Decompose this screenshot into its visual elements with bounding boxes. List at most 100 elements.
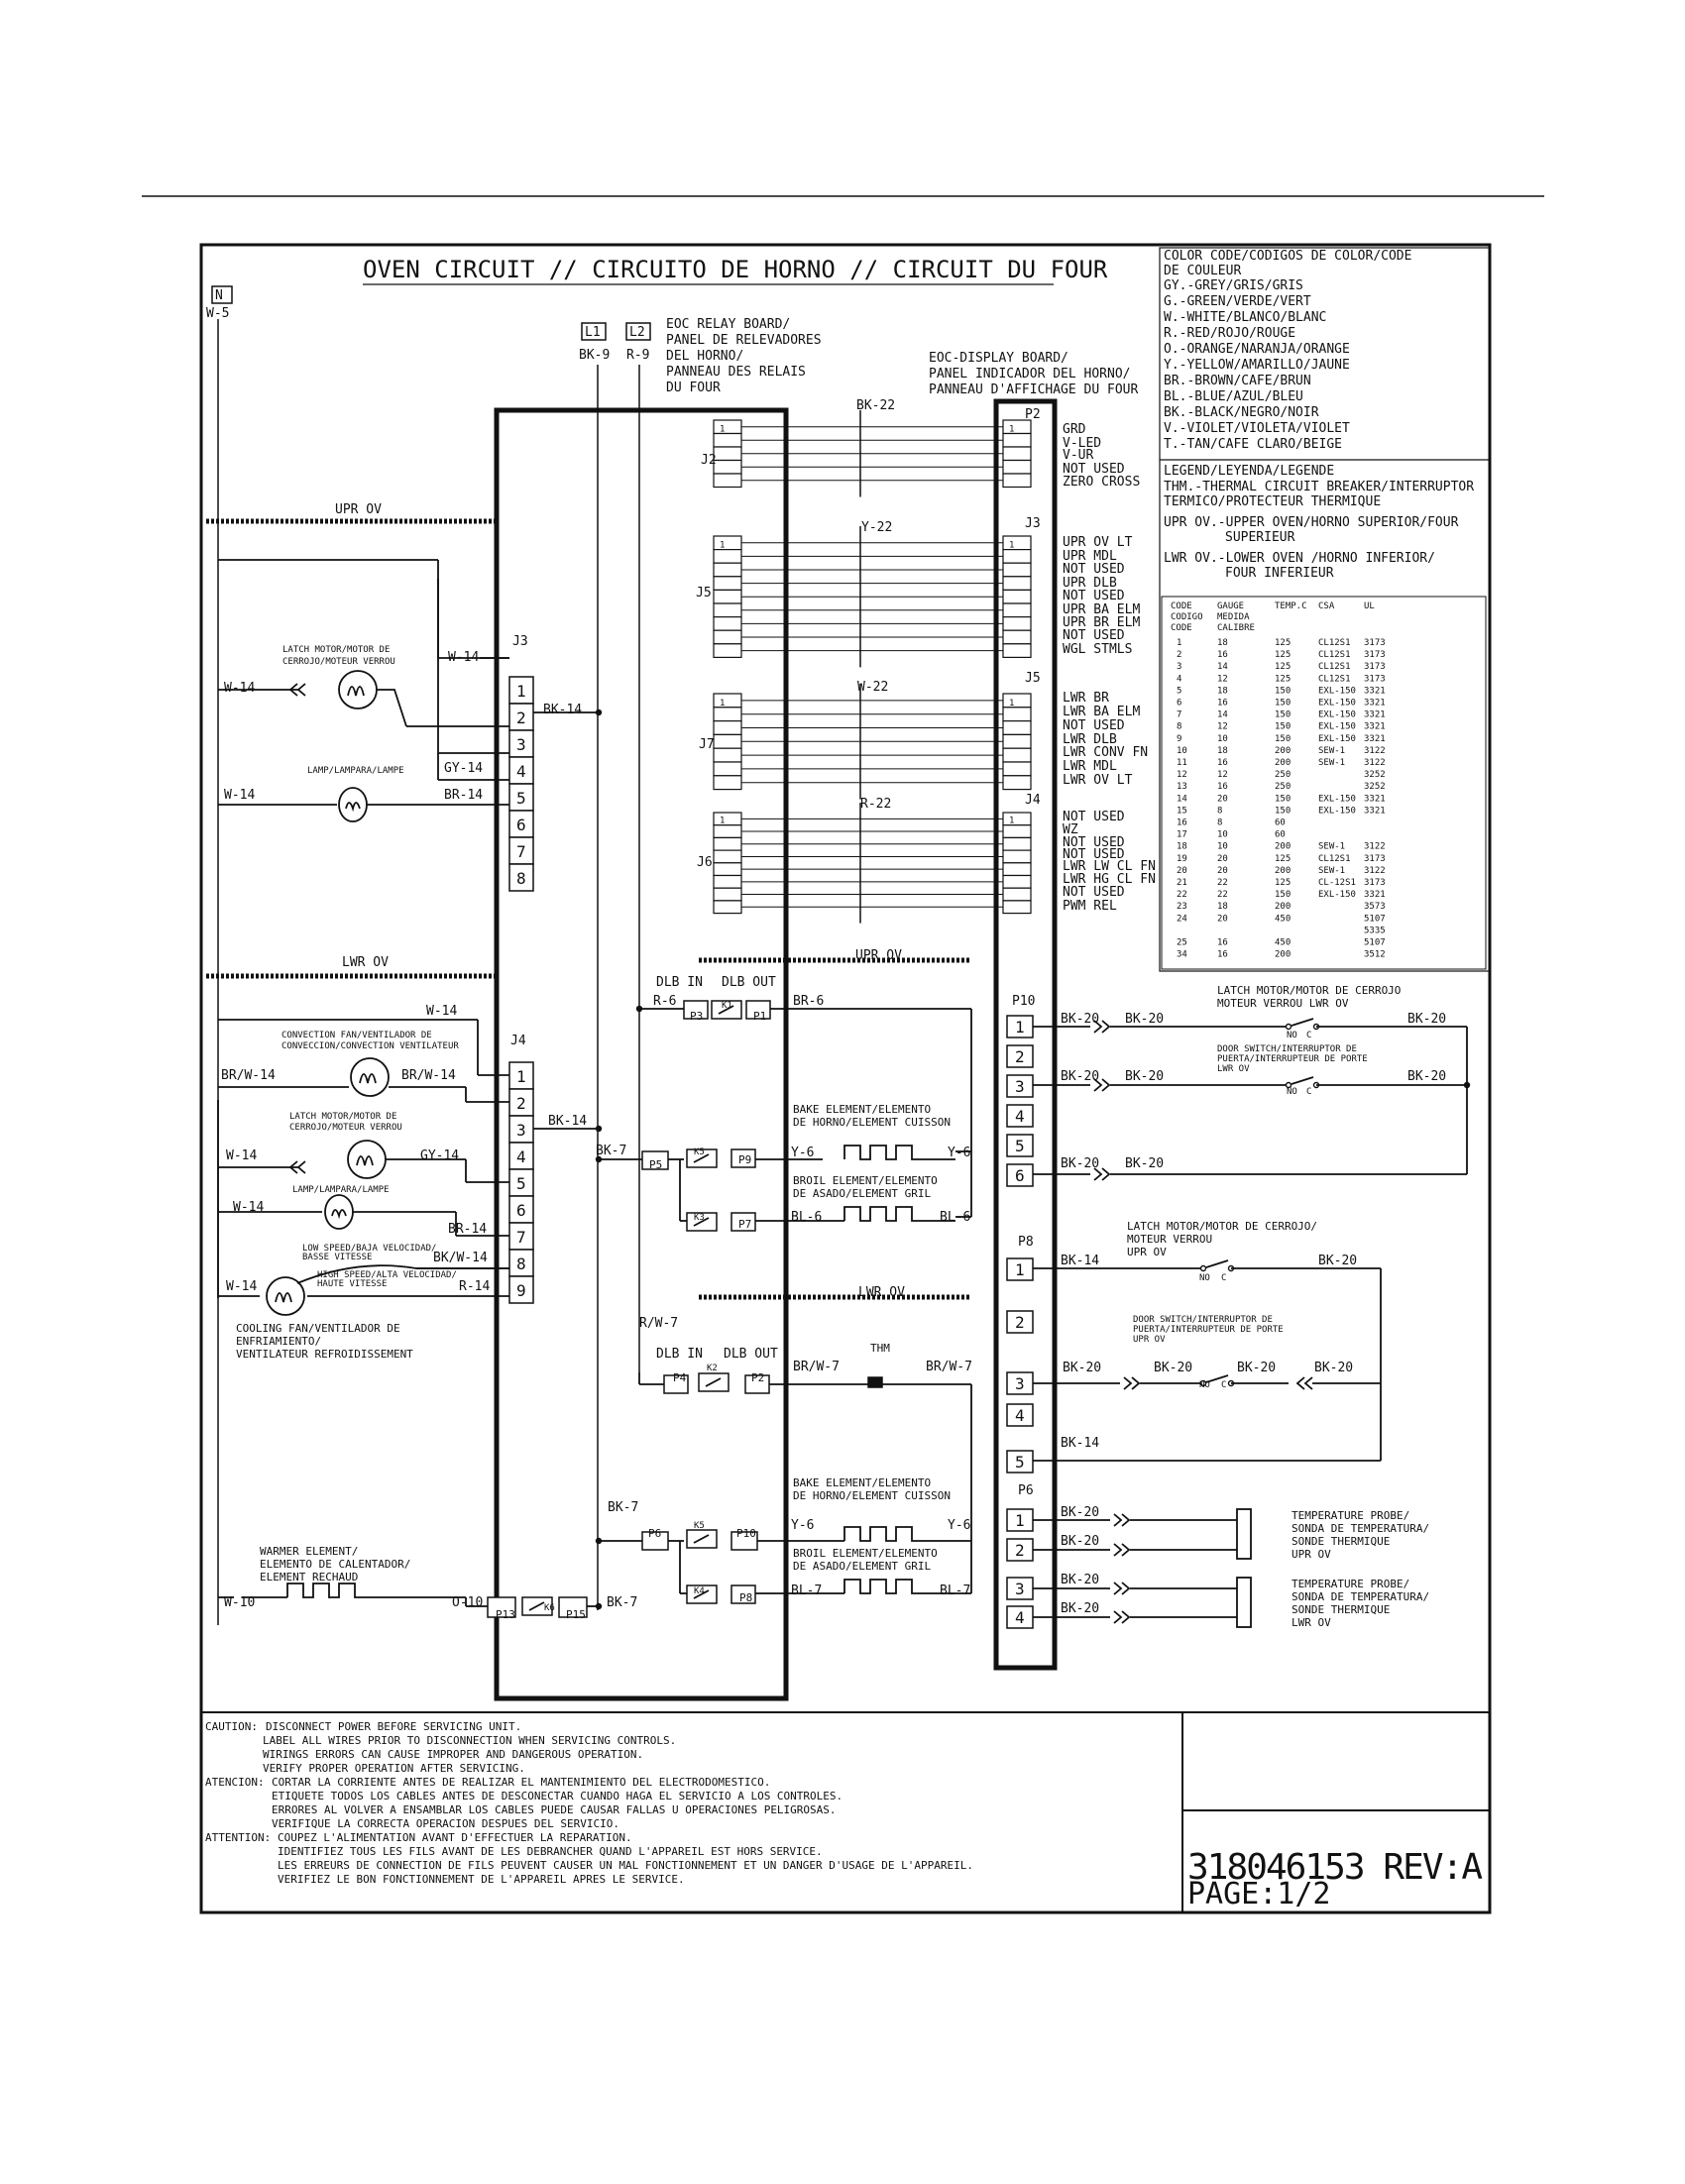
p10-bk20-5: BK-20 — [1125, 1069, 1164, 1084]
motor-winding — [347, 686, 365, 697]
pin-one-marker: 1 — [1009, 541, 1014, 551]
page-number: PAGE:1/2 — [1187, 1877, 1331, 1911]
gauge-cell: SEW-1 — [1318, 866, 1345, 876]
gauge-cell: 125 — [1275, 650, 1291, 660]
svg-text:V-LED: V-LED — [1063, 436, 1101, 451]
relay-board-header-pin — [713, 643, 742, 658]
svg-text:LWR DLB: LWR DLB — [1063, 732, 1117, 747]
pin-number: 9 — [516, 1281, 526, 1300]
junction-dot — [635, 1005, 643, 1013]
gauge-cell: 20 — [1217, 866, 1228, 876]
display-board-header-pin — [1002, 693, 1032, 709]
gauge-cell: 250 — [1275, 782, 1291, 792]
gauge-cell: 10 — [1217, 842, 1228, 852]
svg-text:SONDE THERMIQUE: SONDE THERMIQUE — [1292, 1603, 1390, 1616]
display-board-header-pin — [1002, 562, 1032, 578]
svg-text:CAUTION:: CAUTION: — [205, 1720, 258, 1733]
upr-broil-label-1: BROIL ELEMENT/ELEMENTO — [793, 1174, 938, 1187]
connector-plug-icon — [1295, 1376, 1313, 1390]
j3-terminal — [508, 756, 534, 785]
pin-one-marker: 1 — [720, 817, 725, 826]
gauge-cell: CL-12S1 — [1318, 878, 1356, 888]
svg-text:WGL STMLS: WGL STMLS — [1063, 642, 1132, 657]
motor-winding — [356, 1155, 374, 1166]
p10-door-label-3: LWR OV — [1217, 1064, 1250, 1074]
lwr-ov-section-label: LWR OV — [342, 955, 389, 970]
relay-board-header-pin — [713, 862, 742, 877]
svg-text:LWR CONV FN: LWR CONV FN — [1063, 745, 1148, 760]
gauge-cell: CL12S1 — [1318, 662, 1351, 672]
gauge-cell: 22 — [1217, 890, 1228, 900]
display-board-header-pin — [1002, 589, 1032, 604]
lwr-broil-label-1: BROIL ELEMENT/ELEMENTO — [793, 1547, 938, 1560]
p10-bk20-2: BK-20 — [1125, 1012, 1164, 1027]
lwr-dlb-out: DLB OUT — [724, 1347, 778, 1362]
svg-text:NOT USED: NOT USED — [1063, 589, 1125, 603]
upr-bl6-a: BL-6 — [791, 1210, 822, 1225]
pin-number: 2 — [1015, 1541, 1025, 1560]
lwr-y6-b: Y-6 — [948, 1518, 970, 1533]
gauge-header: UL — [1364, 601, 1375, 611]
gauge-cell: 200 — [1275, 902, 1291, 912]
switch-terminal — [1199, 1379, 1207, 1387]
p10-terminal — [1006, 1163, 1034, 1187]
lwr-p10: P10 — [736, 1527, 756, 1540]
low-speed-label-2: BASSE VITESSE — [302, 1253, 372, 1262]
gauge-cell: 14 — [1177, 794, 1187, 804]
relay-board-header-pin — [713, 824, 742, 839]
svg-text:UPR OV: UPR OV — [1292, 1548, 1331, 1561]
svg-text:VERIFIQUE LA CORRECTA OPERACIO: VERIFIQUE LA CORRECTA OPERACION DESPUES … — [272, 1817, 619, 1830]
relay-switch — [693, 1534, 710, 1544]
p6-bk20-3: BK-20 — [1061, 1573, 1099, 1587]
lwr-rw7: R/W-7 — [639, 1316, 678, 1331]
gauge-cell: 3173 — [1364, 854, 1386, 864]
gauge-cell: 4 — [1177, 674, 1181, 684]
connector-plug-icon — [1113, 1610, 1131, 1624]
low-speed-label-1: LOW SPEED/BAJA VELOCIDAD/ — [302, 1244, 436, 1254]
gauge-cell: 200 — [1275, 950, 1291, 960]
supply-lines — [211, 285, 651, 1625]
pin-number: 5 — [1015, 1137, 1025, 1155]
gauge-cell: SEW-1 — [1318, 746, 1345, 756]
upr-br6: BR-6 — [793, 994, 824, 1009]
pin-number: 2 — [516, 1094, 526, 1113]
j3-pin-labels: UPR OV LT UPR MDL NOT USED UPR DLB NOT U… — [1063, 535, 1140, 657]
pin-number: 4 — [516, 762, 526, 781]
switch-terminal — [1199, 1264, 1207, 1272]
gauge-cell: 125 — [1275, 854, 1291, 864]
relay-board-header-pin — [713, 589, 742, 604]
display-board-header-pin — [1002, 849, 1032, 864]
svg-text:FOUR INFERIEUR: FOUR INFERIEUR — [1225, 566, 1334, 581]
p8-door-label-3: UPR OV — [1133, 1335, 1166, 1345]
gauge-cell: 15 — [1177, 806, 1187, 816]
upr-bk7: BK-7 — [596, 1144, 626, 1158]
lower-bkw14: BK/W-14 — [433, 1251, 488, 1265]
gauge-cell: 13 — [1177, 782, 1187, 792]
gauge-cell: EXL-150 — [1318, 699, 1356, 709]
gauge-cell: CL12S1 — [1318, 650, 1351, 660]
lwr-lamp-icon — [324, 1194, 354, 1230]
upr-y6-a: Y-6 — [791, 1146, 814, 1160]
caution-block: CAUTION: DISCONNECT POWER BEFORE SERVICI… — [205, 1720, 973, 1886]
temperature-probe-lwr-icon — [1236, 1577, 1252, 1628]
svg-text:SONDE THERMIQUE: SONDE THERMIQUE — [1292, 1535, 1390, 1548]
connector-plug-icon — [288, 683, 306, 697]
warmer-p15: P15 — [566, 1608, 586, 1621]
gauge-cell: CL12S1 — [1318, 638, 1351, 648]
gauge-cell: 9 — [1177, 734, 1181, 744]
svg-text:SONDA DE TEMPERATURA/: SONDA DE TEMPERATURA/ — [1292, 1522, 1429, 1535]
gauge-cell: 14 — [1217, 710, 1228, 720]
pin-number: 2 — [516, 709, 526, 727]
p8-door-c: C — [1221, 1380, 1226, 1390]
gauge-cell: 3321 — [1364, 710, 1386, 720]
p13-terminal — [487, 1596, 516, 1618]
display-board-header-pin — [1002, 747, 1032, 763]
gauge-cell: 450 — [1275, 914, 1291, 924]
gauge-cell: 18 — [1217, 902, 1228, 912]
svg-text:O.-ORANGE/NARANJA/ORANGE: O.-ORANGE/NARANJA/ORANGE — [1164, 342, 1350, 357]
pin-number: 1 — [516, 1067, 526, 1086]
j3-terminal — [508, 703, 534, 731]
gauge-cell: 20 — [1177, 866, 1187, 876]
gauge-cell: 3122 — [1364, 746, 1386, 756]
